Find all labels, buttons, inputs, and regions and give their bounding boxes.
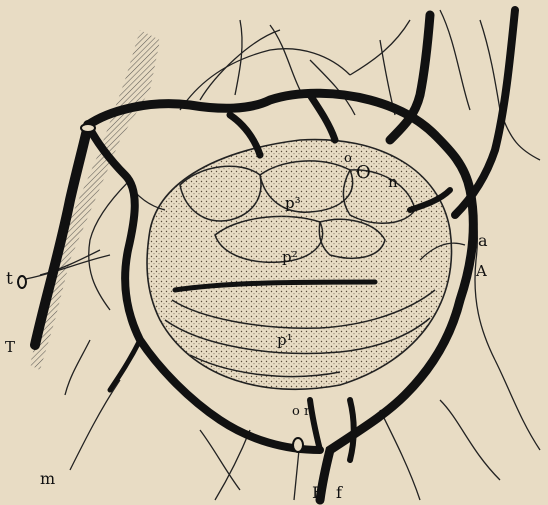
- label-p2: p²: [282, 248, 298, 266]
- label-t: t: [6, 269, 13, 289]
- label-F: F: [312, 483, 323, 502]
- label-n: n: [388, 173, 398, 191]
- label-or: o r: [292, 404, 311, 419]
- label-o: o: [344, 151, 352, 166]
- label-p1: p¹: [277, 331, 293, 349]
- label-p3: p³: [285, 194, 301, 212]
- label-a: a: [478, 231, 488, 250]
- label-O: O: [356, 162, 371, 183]
- label-A: A: [475, 262, 487, 280]
- label-m: m: [40, 469, 55, 488]
- label-T: T: [5, 338, 15, 356]
